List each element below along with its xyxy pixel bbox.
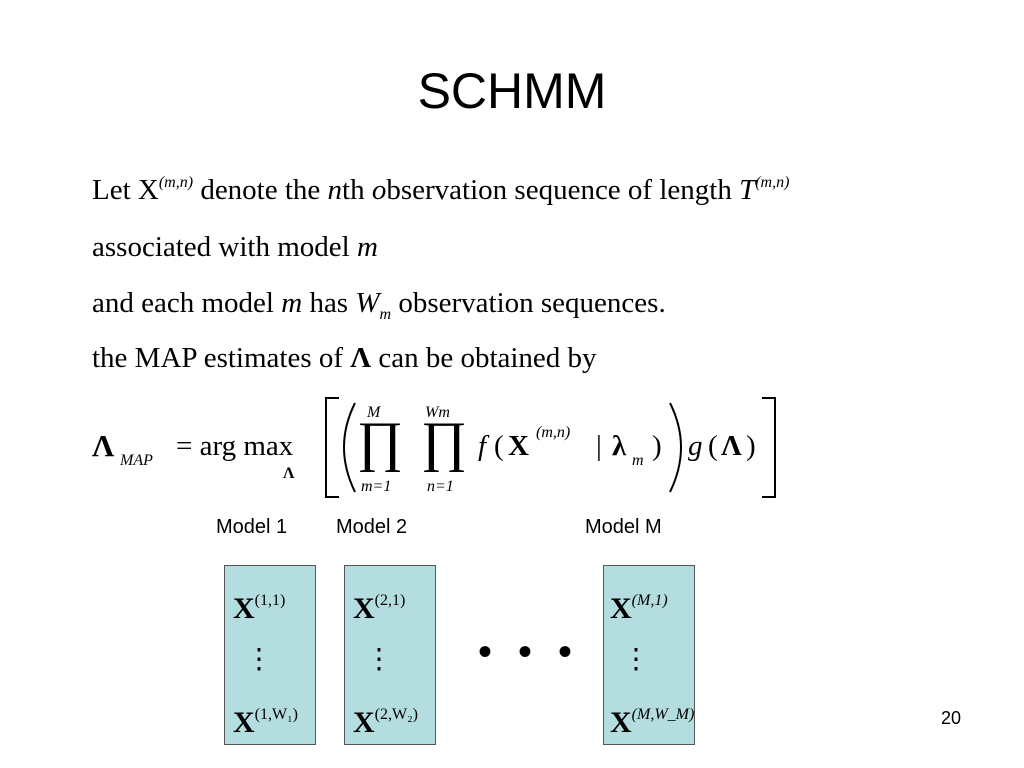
superscript: (m,n) — [755, 174, 790, 191]
slide-title: SCHMM — [417, 63, 607, 119]
text: denote the — [193, 174, 328, 206]
prod1-lower: m=1 — [361, 478, 392, 495]
box-bottom-entry: X(M,W_M) — [610, 706, 695, 739]
formula-argmax: = arg max — [176, 430, 294, 462]
text: Let X — [92, 174, 159, 206]
formula-lambda-sub: MAP — [120, 452, 153, 469]
superscript: (2,1) — [374, 592, 406, 609]
text-line-2: associated with model m — [92, 233, 378, 262]
formula-X-sup: (m,n) — [536, 424, 571, 441]
text: th — [342, 174, 372, 206]
box-top-entry: X(2,1) — [353, 592, 406, 625]
right-square-bracket — [762, 397, 776, 498]
right-paren — [669, 402, 682, 493]
formula-open-paren: ( — [494, 430, 504, 462]
formula-g-open-paren: ( — [708, 430, 718, 462]
page-number: 20 — [941, 708, 962, 728]
product-symbol-1: ∏ — [357, 411, 404, 473]
X: X — [353, 706, 375, 739]
horizontal-ellipsis: • • • — [478, 629, 581, 674]
formula-g-lambda: Λ — [721, 430, 742, 462]
text-line-4: the MAP estimates of Λ can be obtained b… — [92, 344, 597, 373]
formula-g: g — [688, 430, 703, 462]
formula-lambda-m: λ — [612, 430, 627, 462]
italic-var: T — [739, 174, 756, 206]
formula-lambda-m-sub: m — [632, 452, 644, 469]
formula-argmax-sub: Λ — [283, 465, 295, 482]
box-bottom-entry: X(2,W₂) — [353, 706, 419, 739]
superscript: (M,W_M) — [631, 706, 695, 723]
text: can be obtained by — [371, 342, 597, 374]
text: has — [302, 287, 356, 319]
bold-lambda: Λ — [350, 342, 372, 374]
vertical-dots: ⋮ — [622, 644, 650, 675]
box-bottom-entry: X(1,W₁) — [233, 706, 299, 739]
superscript: (2,W₂) — [374, 706, 419, 723]
vertical-dots: ⋮ — [245, 644, 273, 675]
model-label-1: Model 1 — [216, 516, 288, 538]
italic-var: m — [356, 231, 378, 263]
vertical-dots: ⋮ — [365, 644, 393, 675]
text-line-3: and each model m has Wm observation sequ… — [92, 287, 666, 323]
model-box-M: X(M,1) ⋮ X(M,W_M) — [603, 565, 695, 745]
X: X — [233, 592, 255, 625]
text: observation sequences. — [391, 287, 666, 319]
X: X — [610, 706, 632, 739]
formula-f: f — [478, 430, 487, 462]
X: X — [353, 592, 375, 625]
formula-bar: | — [596, 430, 602, 462]
product-symbol-2: ∏ — [421, 411, 468, 473]
superscript: (1,W₁) — [254, 706, 299, 723]
italic-var: W — [355, 287, 380, 319]
superscript: (M,1) — [631, 592, 668, 609]
italic-var: n — [327, 174, 343, 206]
box-top-entry: X(1,1) — [233, 592, 286, 625]
formula-X: X — [508, 430, 529, 462]
left-square-bracket — [325, 397, 339, 498]
text-line-1: Let X(m,n) denote the nth observation se… — [92, 174, 790, 206]
text: and each model — [92, 287, 282, 319]
box-top-entry: X(M,1) — [610, 592, 668, 625]
model-label-M: Model M — [585, 516, 662, 538]
model-box-2: X(2,1) ⋮ X(2,W₂) — [344, 565, 436, 745]
text: associated with model — [92, 231, 357, 263]
formula-close-paren: ) — [652, 430, 662, 462]
italic-var: m — [281, 287, 303, 319]
prod2-lower: n=1 — [427, 478, 454, 495]
formula-lambda: Λ — [92, 428, 115, 463]
formula-g-close-paren: ) — [746, 430, 756, 462]
model-label-2: Model 2 — [336, 516, 408, 538]
superscript: (1,1) — [254, 592, 286, 609]
text: the MAP estimates of — [92, 342, 351, 374]
subscript: m — [379, 306, 392, 323]
text: bservation sequence of length — [386, 174, 740, 206]
italic-var: o — [371, 174, 387, 206]
prod1-upper: M — [367, 404, 381, 421]
model-box-1: X(1,1) ⋮ X(1,W₁) — [224, 565, 316, 745]
X: X — [233, 706, 255, 739]
prod2-upper: Wm — [425, 404, 450, 421]
superscript: (m,n) — [158, 174, 194, 191]
left-paren — [343, 402, 356, 493]
X: X — [610, 592, 632, 625]
